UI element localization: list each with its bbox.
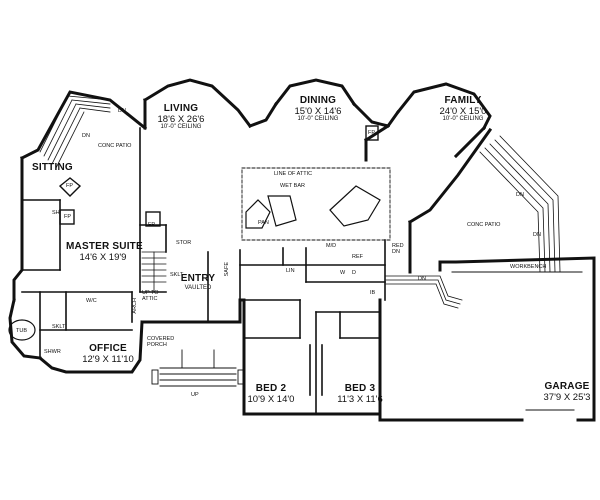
- dn-family-1: DN: [516, 192, 524, 198]
- room-dining: DINING 15'0 X 14'6 10'-0" CEILING: [283, 95, 353, 123]
- sitting-name: SITTING: [32, 162, 73, 173]
- dining-name: DINING: [299, 95, 337, 106]
- room-garage: GARAGE 37'9 X 25'3: [540, 381, 594, 403]
- porch-steps: [151, 349, 245, 387]
- living-ceiling: 10'-0" CEILING: [160, 124, 202, 131]
- line-of-attic: LINE OF ATTIC: [274, 171, 313, 177]
- room-living: LIVING 18'6 X 26'6 10'-0" CEILING: [146, 103, 216, 131]
- room-bed3: BED 3 11'3 X 11'6: [335, 383, 385, 405]
- covered-porch: COVERED PORCH: [147, 336, 175, 349]
- room-entry: ENTRY VAULTED: [180, 273, 216, 291]
- living-dims: 18'6 X 26'6: [157, 113, 205, 125]
- tub: [8, 319, 36, 341]
- fp-living: FP: [148, 222, 156, 228]
- family-name: FAMILY: [444, 95, 482, 106]
- lin-label: LIN: [286, 268, 295, 274]
- right-patio: [385, 135, 561, 309]
- conc-patio-right: CONC PATIO: [467, 222, 501, 228]
- dn-patio: DN: [82, 133, 90, 139]
- garage-dims: 37'9 X 25'3: [543, 391, 591, 403]
- master-suite-name: MASTER SUITE: [66, 241, 143, 252]
- sklt-entry: SKLT: [170, 272, 184, 278]
- family-dims: 24'0 X 15'0: [439, 105, 487, 117]
- d-label: D: [352, 270, 356, 276]
- up-porch: UP: [191, 392, 199, 398]
- living-name: LIVING: [163, 103, 199, 114]
- garage-doors: [451, 271, 583, 411]
- sh-label: SH: [52, 210, 60, 216]
- garage-name: GARAGE: [544, 381, 590, 392]
- room-bed2: BED 2 10'9 X 14'0: [246, 383, 296, 405]
- ref-label: REF: [352, 254, 363, 260]
- wet-bar: WET BAR: [280, 183, 305, 189]
- stairs: [141, 251, 167, 293]
- dn-family-2: DN: [533, 232, 541, 238]
- conc-patio-left: CONC PATIO: [98, 143, 132, 149]
- bed3-dims: 11'3 X 11'6: [337, 393, 383, 405]
- bed3-name: BED 3: [344, 383, 376, 394]
- kitchen-island: [245, 185, 381, 229]
- room-master-suite: MASTER SUITE 14'6 X 19'9: [66, 241, 143, 263]
- interior-walls: [21, 127, 386, 415]
- fireplaces: [58, 125, 379, 227]
- dn-living: DN: [118, 108, 126, 114]
- exterior-walls: [8, 78, 596, 422]
- family-ceiling: 10'-0" CEILING: [442, 116, 484, 123]
- fp-family: FP: [368, 130, 376, 136]
- fp-master: FP: [64, 214, 72, 220]
- tub-label: TUB: [16, 328, 27, 334]
- w-label: W: [340, 270, 346, 276]
- bed2-name: BED 2: [255, 383, 287, 394]
- workbench: WORKBENCH: [510, 264, 547, 270]
- ib-label: IB: [370, 290, 376, 296]
- dining-dims: 15'0 X 14'6: [294, 105, 342, 117]
- room-sitting: SITTING: [32, 162, 73, 174]
- office-dims: 12'9 X 11'10: [82, 353, 134, 365]
- shwr-label: SHWR: [44, 349, 61, 355]
- mw-label: M/D: [326, 243, 337, 249]
- entry-name: ENTRY: [180, 273, 216, 284]
- bed2-dims: 10'9 X 14'0: [247, 393, 295, 405]
- entry-note: VAULTED: [184, 284, 212, 291]
- room-office: OFFICE 12'9 X 11'10: [78, 343, 138, 365]
- up-to-attic: UP TO ATTIC: [142, 290, 159, 303]
- attic-line: [241, 167, 391, 241]
- office-name: OFFICE: [89, 343, 127, 354]
- room-family: FAMILY 24'0 X 15'0 10'-0" CEILING: [423, 95, 503, 123]
- red-dn-label: RED DN: [392, 243, 404, 256]
- safe-label: SAFE: [224, 262, 230, 277]
- dn-garage: DN: [418, 276, 426, 282]
- arch-label: ARCH: [132, 298, 138, 314]
- wic-label: W/C: [86, 298, 97, 304]
- sklt-office: SKLT: [52, 324, 66, 330]
- stor-label: STOR: [176, 240, 192, 246]
- master-suite-dims: 14'6 X 19'9: [79, 251, 127, 263]
- pan-label: PAN: [258, 220, 269, 226]
- dining-ceiling: 10'-0" CEILING: [297, 116, 339, 123]
- left-patio: [39, 95, 111, 169]
- fp-sitting: FP: [66, 183, 74, 189]
